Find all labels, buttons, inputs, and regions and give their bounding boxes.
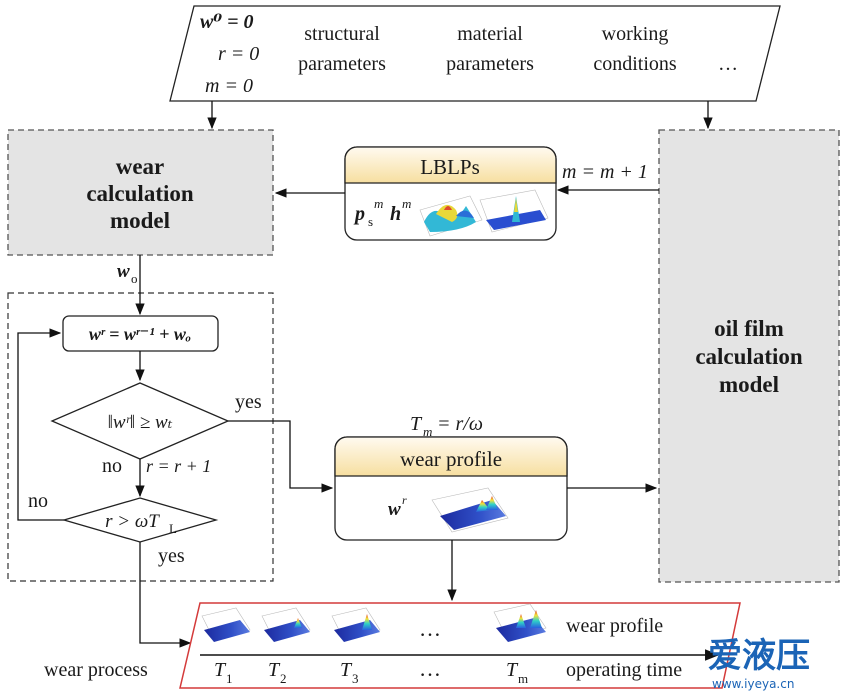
material-line2: parameters	[446, 53, 534, 75]
r-update-label: r = r + 1	[146, 456, 211, 476]
arrow-yes-to-process	[139, 542, 192, 648]
operating-time-label: operating time	[566, 659, 682, 681]
watermark-url: www.iyeya.cn	[712, 677, 794, 691]
timeline-plots-ellipsis: …	[419, 616, 441, 641]
structural-line1: structural	[304, 23, 380, 45]
wear-process-label: wear process	[44, 659, 148, 681]
oil-model-line2: calculation	[695, 344, 803, 369]
timeline-plot-t3	[331, 607, 381, 642]
wr-sup: r	[402, 493, 407, 507]
t2-label: T	[268, 659, 281, 681]
timeline-plot-tm	[493, 603, 547, 642]
input-parameters-box: w⁰ = 0 r = 0 m = 0 structural parameters…	[169, 5, 781, 102]
t1-label: T	[214, 659, 227, 681]
material-line1: material	[457, 23, 523, 45]
wear-model-line3: model	[110, 208, 170, 233]
init-r: r = 0	[218, 43, 259, 65]
tm-sub: m	[423, 424, 432, 439]
no2-label: no	[28, 490, 48, 512]
watermark-logo: 爱液压	[708, 636, 810, 676]
ps-label: p	[353, 203, 365, 225]
no1-label: no	[102, 455, 122, 477]
site-watermark: 爱液压 www.iyeya.cn	[708, 636, 810, 691]
h-sup: m	[402, 196, 411, 211]
oil-model-line1: oil film	[714, 316, 784, 341]
ps-sub: s	[368, 214, 373, 229]
working-line1: working	[602, 23, 669, 45]
timeline-plot-t1	[201, 607, 251, 642]
working-line2: conditions	[593, 53, 677, 75]
time-limit-decision: r > ωT L	[61, 497, 219, 543]
wear-update-formula: wʳ = wʳ⁻¹ + wₒ	[89, 324, 191, 344]
decision1-text: ‖wʳ‖ ≥ wₜ	[108, 412, 173, 433]
wear-model-line1: wear	[116, 154, 165, 179]
t1-sub: 1	[226, 671, 233, 686]
m-update-label: m = m + 1	[562, 161, 648, 183]
time-ellipsis: …	[419, 656, 441, 681]
init-w: w⁰ = 0	[200, 11, 254, 33]
wear-threshold-decision: ‖wʳ‖ ≥ wₜ	[50, 382, 230, 460]
wear-profile-box: wear profile w r	[334, 436, 568, 541]
t2-sub: 2	[280, 671, 287, 686]
wo-label: w	[117, 261, 130, 282]
timeline-plot-t2	[261, 607, 311, 642]
init-m: m = 0	[205, 75, 253, 97]
arrow-loop-back	[17, 328, 64, 521]
tm-timeline-label: T	[506, 659, 519, 681]
oil-film-calculation-model: oil film calculation model	[658, 129, 840, 583]
wear-profile-row-label: wear profile	[566, 615, 663, 637]
wear-profile-title: wear profile	[400, 447, 502, 471]
wo-sub: o	[131, 271, 138, 286]
yes2-label: yes	[158, 545, 185, 567]
decision2-sub: L	[169, 521, 177, 536]
h-label: h	[390, 203, 401, 225]
oil-model-line3: model	[719, 372, 779, 397]
lblps-title: LBLPs	[420, 155, 480, 179]
wear-profile-surface-plot	[431, 487, 509, 533]
pressure-surface-plot	[419, 195, 483, 237]
lblps-box: LBLPs p s m h m	[344, 146, 557, 241]
decision2-text: r > ωT	[105, 511, 160, 532]
wear-accumulation-box: wʳ = wʳ⁻¹ + wₒ	[62, 315, 219, 352]
ps-sup: m	[374, 196, 383, 211]
params-ellipsis: …	[718, 53, 738, 75]
wear-calculation-model: wear calculation model	[7, 129, 274, 256]
t3-sub: 3	[352, 671, 359, 686]
wear-model-line2: calculation	[86, 181, 194, 206]
wear-process-timeline: … T 1 T 2 T 3 … T m	[179, 602, 741, 689]
yes1-label: yes	[235, 391, 262, 413]
structural-line2: parameters	[298, 53, 386, 75]
tm-timeline-sub: m	[518, 671, 528, 686]
arrow-yes-to-wear-profile	[228, 420, 334, 493]
tm-label: T	[410, 413, 423, 435]
tm-rhs: = r/ω	[437, 413, 483, 435]
t3-label: T	[340, 659, 353, 681]
wr-label: w	[388, 499, 401, 520]
film-thickness-surface-plot	[479, 189, 549, 233]
